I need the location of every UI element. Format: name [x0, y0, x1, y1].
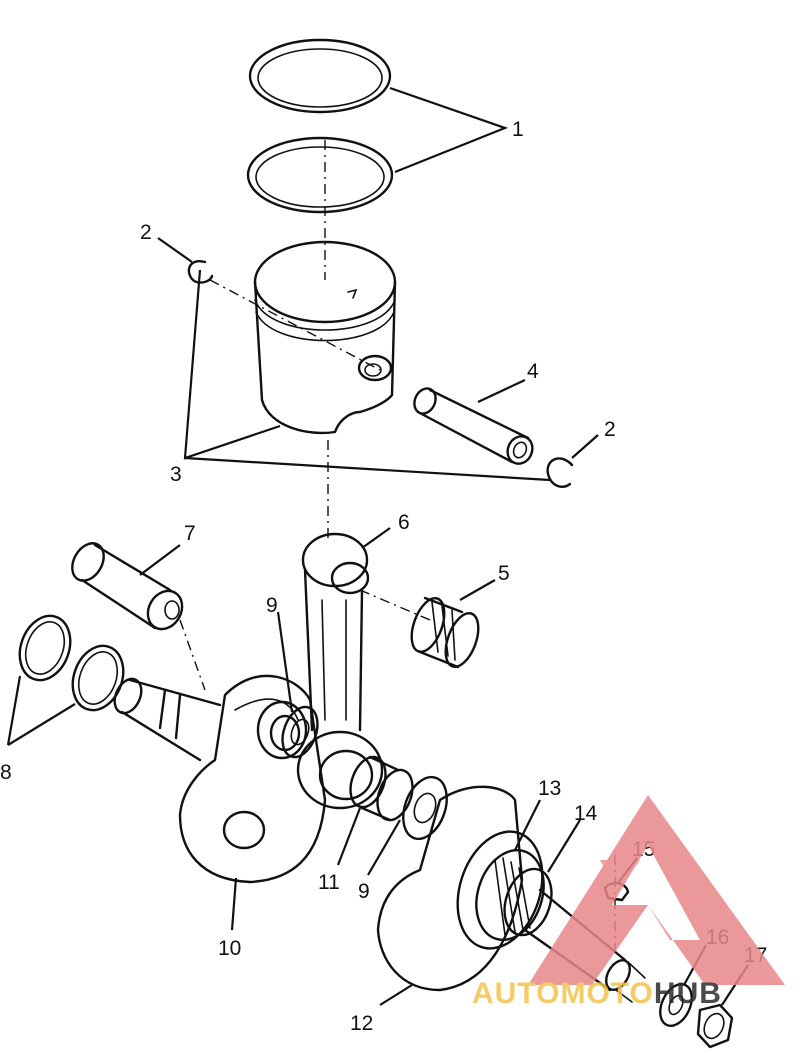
piston-ring-lower: [246, 136, 394, 214]
callout-4: 4: [527, 360, 539, 383]
callout-2-right: 2: [604, 418, 616, 441]
small-end-needle-bearing: [410, 596, 480, 669]
callout-11: 11: [318, 871, 340, 894]
callout-3: 3: [170, 463, 182, 486]
watermark: AUTOMOTOHUB: [472, 795, 785, 1010]
watermark-text-part2: HUB: [654, 977, 722, 1010]
piston-ring-upper: [248, 38, 392, 114]
piston: [253, 240, 397, 435]
watermark-text-part1: AUTOMOTO: [472, 977, 654, 1010]
callout-12: 12: [350, 1012, 373, 1035]
crankshaft-right-half: [376, 785, 544, 992]
circlip-left: [187, 260, 214, 284]
callout-1: 1: [512, 118, 524, 141]
watermark-text: AUTOMOTOHUB: [472, 977, 722, 1010]
washer: [659, 983, 693, 1027]
watermark-logo: [528, 795, 785, 985]
main-bearing: [475, 848, 553, 942]
callout-7: 7: [184, 522, 196, 545]
crank-pin: [71, 542, 184, 631]
callout-labels: 1 2 2 3 4 5 6 7 8 9 9 10 11 12 13 14 15 …: [0, 118, 767, 1035]
wrist-pin: [413, 387, 534, 465]
nut: [696, 1003, 734, 1049]
callout-2-left: 2: [140, 221, 152, 244]
callout-9-upper: 9: [266, 594, 278, 617]
seal-ring-outer: [18, 614, 72, 682]
big-end-bearing: [349, 755, 414, 822]
callout-13: 13: [538, 777, 561, 800]
thrust-washer-lower: [402, 775, 448, 841]
callout-10: 10: [218, 937, 241, 960]
leader-lines: [6, 86, 749, 1006]
callout-9-lower: 9: [358, 880, 370, 903]
crankshaft-left-half: [113, 674, 327, 884]
callout-5: 5: [498, 562, 510, 585]
thrust-washer-upper: [281, 705, 319, 759]
connecting-rod: [296, 532, 384, 810]
centerlines: [179, 140, 616, 950]
callout-6: 6: [398, 511, 410, 534]
callout-8: 8: [0, 761, 12, 784]
circlip-right: [546, 457, 574, 488]
callout-14: 14: [574, 802, 598, 825]
